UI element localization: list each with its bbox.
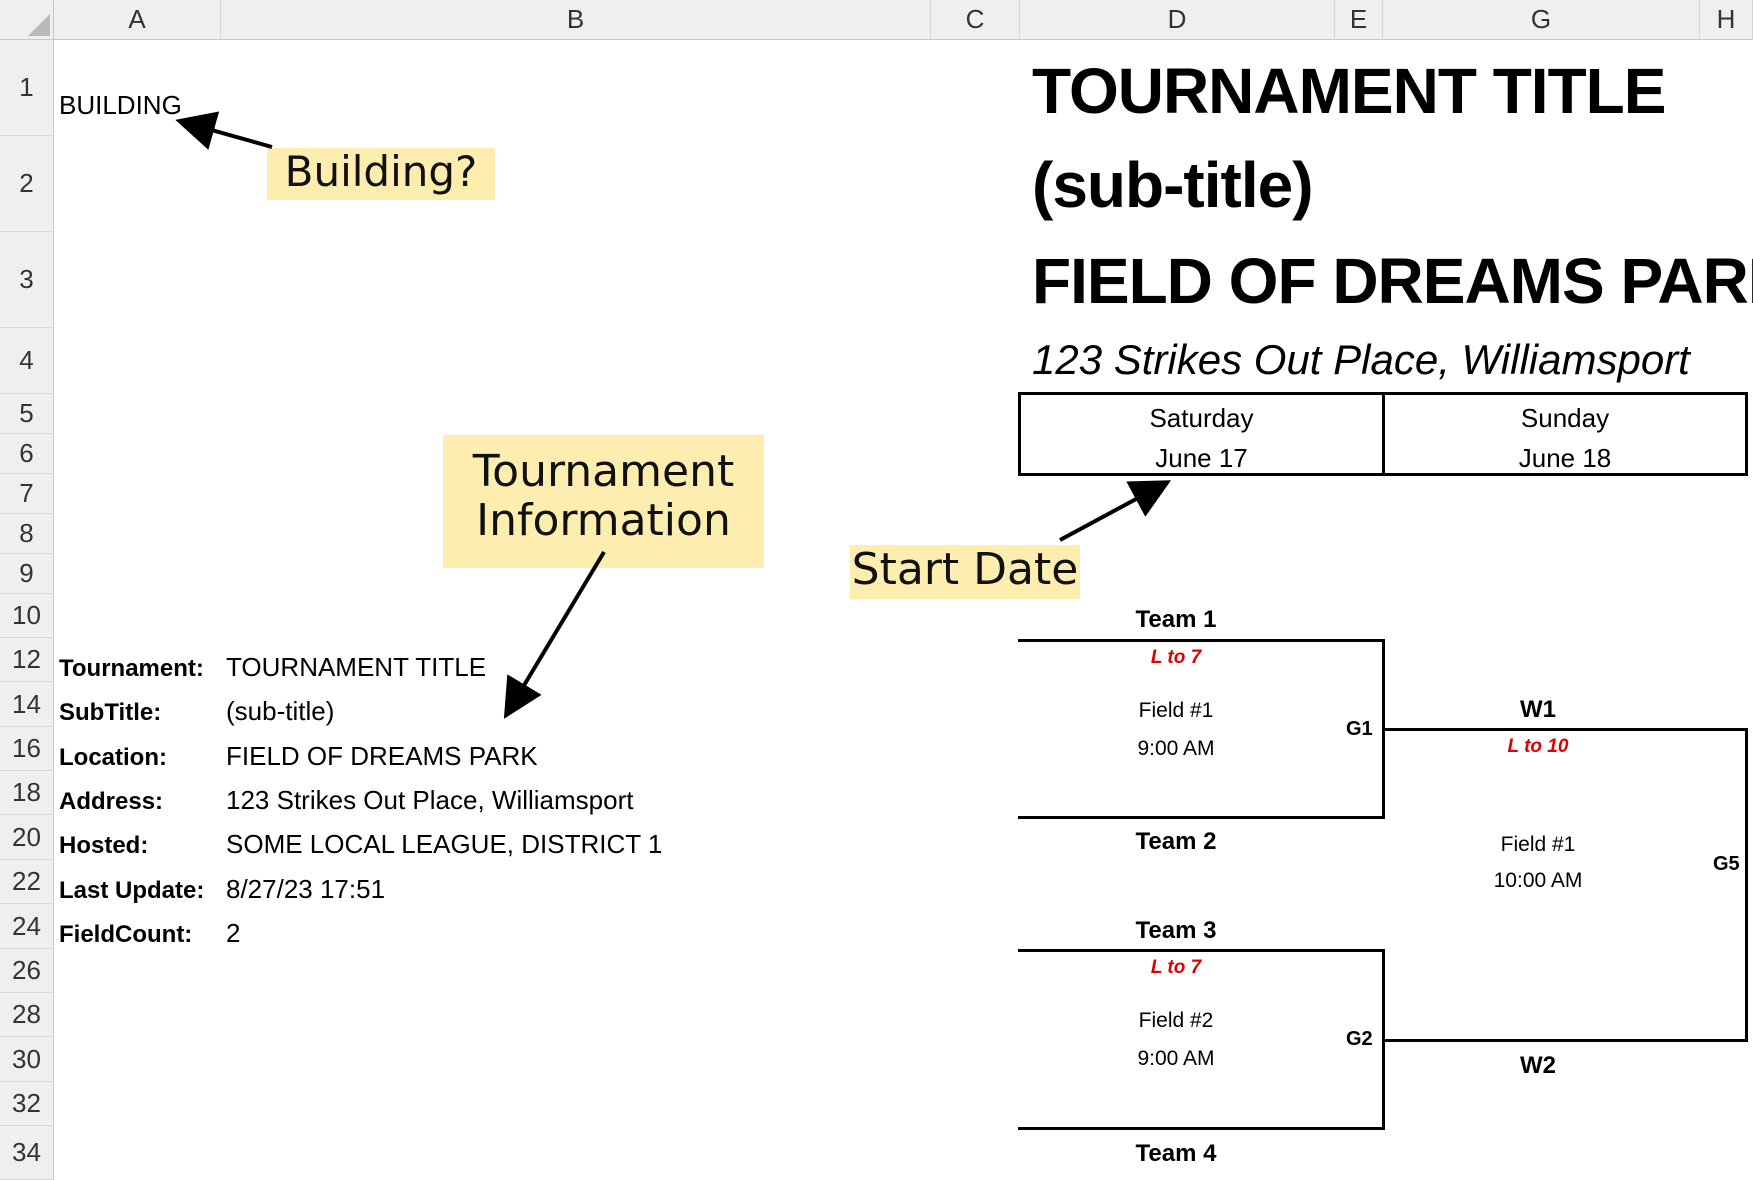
row-header-32[interactable]: 32 <box>0 1082 54 1126</box>
row-header-7[interactable]: 7 <box>0 474 54 514</box>
g5-time[interactable]: 10:00 AM <box>1493 869 1583 892</box>
column-header-c[interactable]: C <box>931 0 1020 40</box>
info-label-fieldcount[interactable]: FieldCount: <box>59 921 193 948</box>
info-value-fieldcount[interactable]: 2 <box>226 918 241 948</box>
info-label-last-update[interactable]: Last Update: <box>59 877 205 904</box>
row-header-30[interactable]: 30 <box>0 1037 54 1082</box>
g1-field[interactable]: Field #1 <box>1138 699 1214 722</box>
g2-field[interactable]: Field #2 <box>1138 1009 1214 1032</box>
info-value-location[interactable]: FIELD OF DREAMS PARK <box>226 741 538 771</box>
tournament-subtitle[interactable]: (sub-title) <box>1032 149 1313 221</box>
tournament-address[interactable]: 123 Strikes Out Place, Williamsport <box>1032 336 1690 383</box>
row-header-20[interactable]: 20 <box>0 815 54 860</box>
bracket-line-team1 <box>1018 639 1385 642</box>
row-header-22[interactable]: 22 <box>0 860 54 904</box>
row-header-9[interactable]: 9 <box>0 554 54 594</box>
bracket-line-g5-vertical <box>1745 728 1748 1042</box>
info-value-tournament[interactable]: TOURNAMENT TITLE <box>226 652 487 682</box>
column-header-h[interactable]: H <box>1700 0 1753 40</box>
arrow-start-date <box>1059 480 1172 542</box>
info-value-hosted[interactable]: SOME LOCAL LEAGUE, DISTRICT 1 <box>226 829 663 859</box>
row-header-1[interactable]: 1 <box>0 40 54 136</box>
column-header-e[interactable]: E <box>1335 0 1383 40</box>
bracket-line-g2-vertical <box>1382 949 1385 1130</box>
g2-loser-note[interactable]: L to 7 <box>1150 957 1202 978</box>
g5-loser-note[interactable]: L to 10 <box>1507 736 1569 757</box>
row-header-18[interactable]: 18 <box>0 771 54 815</box>
date-sunday-date[interactable]: June 18 <box>1518 443 1612 473</box>
info-label-subtitle[interactable]: SubTitle: <box>59 699 162 726</box>
row-header-12[interactable]: 12 <box>0 638 54 682</box>
select-all-triangle <box>28 14 50 36</box>
tournament-title[interactable]: TOURNAMENT TITLE <box>1032 55 1666 127</box>
info-label-location[interactable]: Location: <box>59 744 167 771</box>
team-4[interactable]: Team 4 <box>1135 1140 1217 1167</box>
info-value-last-update[interactable]: 8/27/23 17:51 <box>226 874 386 904</box>
row-header-26[interactable]: 26 <box>0 949 54 993</box>
row-header-4[interactable]: 4 <box>0 328 54 394</box>
g2-label[interactable]: G2 <box>1346 1028 1373 1050</box>
row-header-8[interactable]: 8 <box>0 514 54 554</box>
info-label-address[interactable]: Address: <box>59 788 164 815</box>
bracket-line-team4 <box>1018 1127 1385 1130</box>
date-sunday-day[interactable]: Sunday <box>1520 403 1610 433</box>
w2-label[interactable]: W2 <box>1520 1052 1556 1079</box>
arrow-tournament-info <box>503 550 606 719</box>
team-1[interactable]: Team 1 <box>1135 606 1217 633</box>
bracket-line-w1 <box>1382 728 1748 731</box>
callout-building: Building? <box>267 148 495 200</box>
cell-a1-building[interactable]: BUILDING <box>59 90 182 120</box>
date-saturday-date[interactable]: June 17 <box>1155 443 1248 473</box>
callout-tournament-line2: Information <box>476 495 731 547</box>
g1-time[interactable]: 9:00 AM <box>1137 737 1215 760</box>
row-header-10[interactable]: 10 <box>0 594 54 638</box>
column-header-d[interactable]: D <box>1020 0 1335 40</box>
w1-label[interactable]: W1 <box>1520 696 1556 723</box>
callout-tournament-line1: Tournament <box>472 446 735 497</box>
row-header-3[interactable]: 3 <box>0 232 54 328</box>
bracket-line-team2 <box>1018 816 1385 819</box>
info-label-tournament[interactable]: Tournament: <box>59 655 204 682</box>
g2-time[interactable]: 9:00 AM <box>1137 1047 1215 1070</box>
bracket-line-team3 <box>1018 949 1385 952</box>
callout-start-date: Start Date <box>850 545 1080 599</box>
g1-loser-note[interactable]: L to 7 <box>1150 647 1202 668</box>
row-header-24[interactable]: 24 <box>0 904 54 949</box>
info-value-address[interactable]: 123 Strikes Out Place, Williamsport <box>226 785 634 815</box>
row-header-6[interactable]: 6 <box>0 434 54 474</box>
select-all-corner[interactable] <box>0 0 54 40</box>
date-saturday-day[interactable]: Saturday <box>1149 403 1254 433</box>
info-label-hosted[interactable]: Hosted: <box>59 832 149 859</box>
g5-label[interactable]: G5 <box>1713 853 1740 875</box>
g1-label[interactable]: G1 <box>1346 718 1373 740</box>
row-header-16[interactable]: 16 <box>0 727 54 771</box>
date-box-divider <box>1382 392 1385 476</box>
tournament-location[interactable]: FIELD OF DREAMS PARK <box>1032 245 1753 317</box>
team-2[interactable]: Team 2 <box>1135 828 1217 855</box>
team-3[interactable]: Team 3 <box>1135 917 1217 944</box>
row-header-2[interactable]: 2 <box>0 136 54 232</box>
bracket-line-w2 <box>1382 1039 1748 1042</box>
row-header-14[interactable]: 14 <box>0 682 54 727</box>
column-header-b[interactable]: B <box>221 0 931 40</box>
column-header-a[interactable]: A <box>54 0 221 40</box>
arrow-building <box>175 111 273 150</box>
row-header-28[interactable]: 28 <box>0 993 54 1037</box>
g5-field[interactable]: Field #1 <box>1500 833 1576 856</box>
callout-tournament-information: Tournament Information <box>443 435 764 568</box>
info-value-subtitle[interactable]: (sub-title) <box>226 696 335 726</box>
row-header-5[interactable]: 5 <box>0 394 54 434</box>
column-header-g[interactable]: G <box>1383 0 1700 40</box>
